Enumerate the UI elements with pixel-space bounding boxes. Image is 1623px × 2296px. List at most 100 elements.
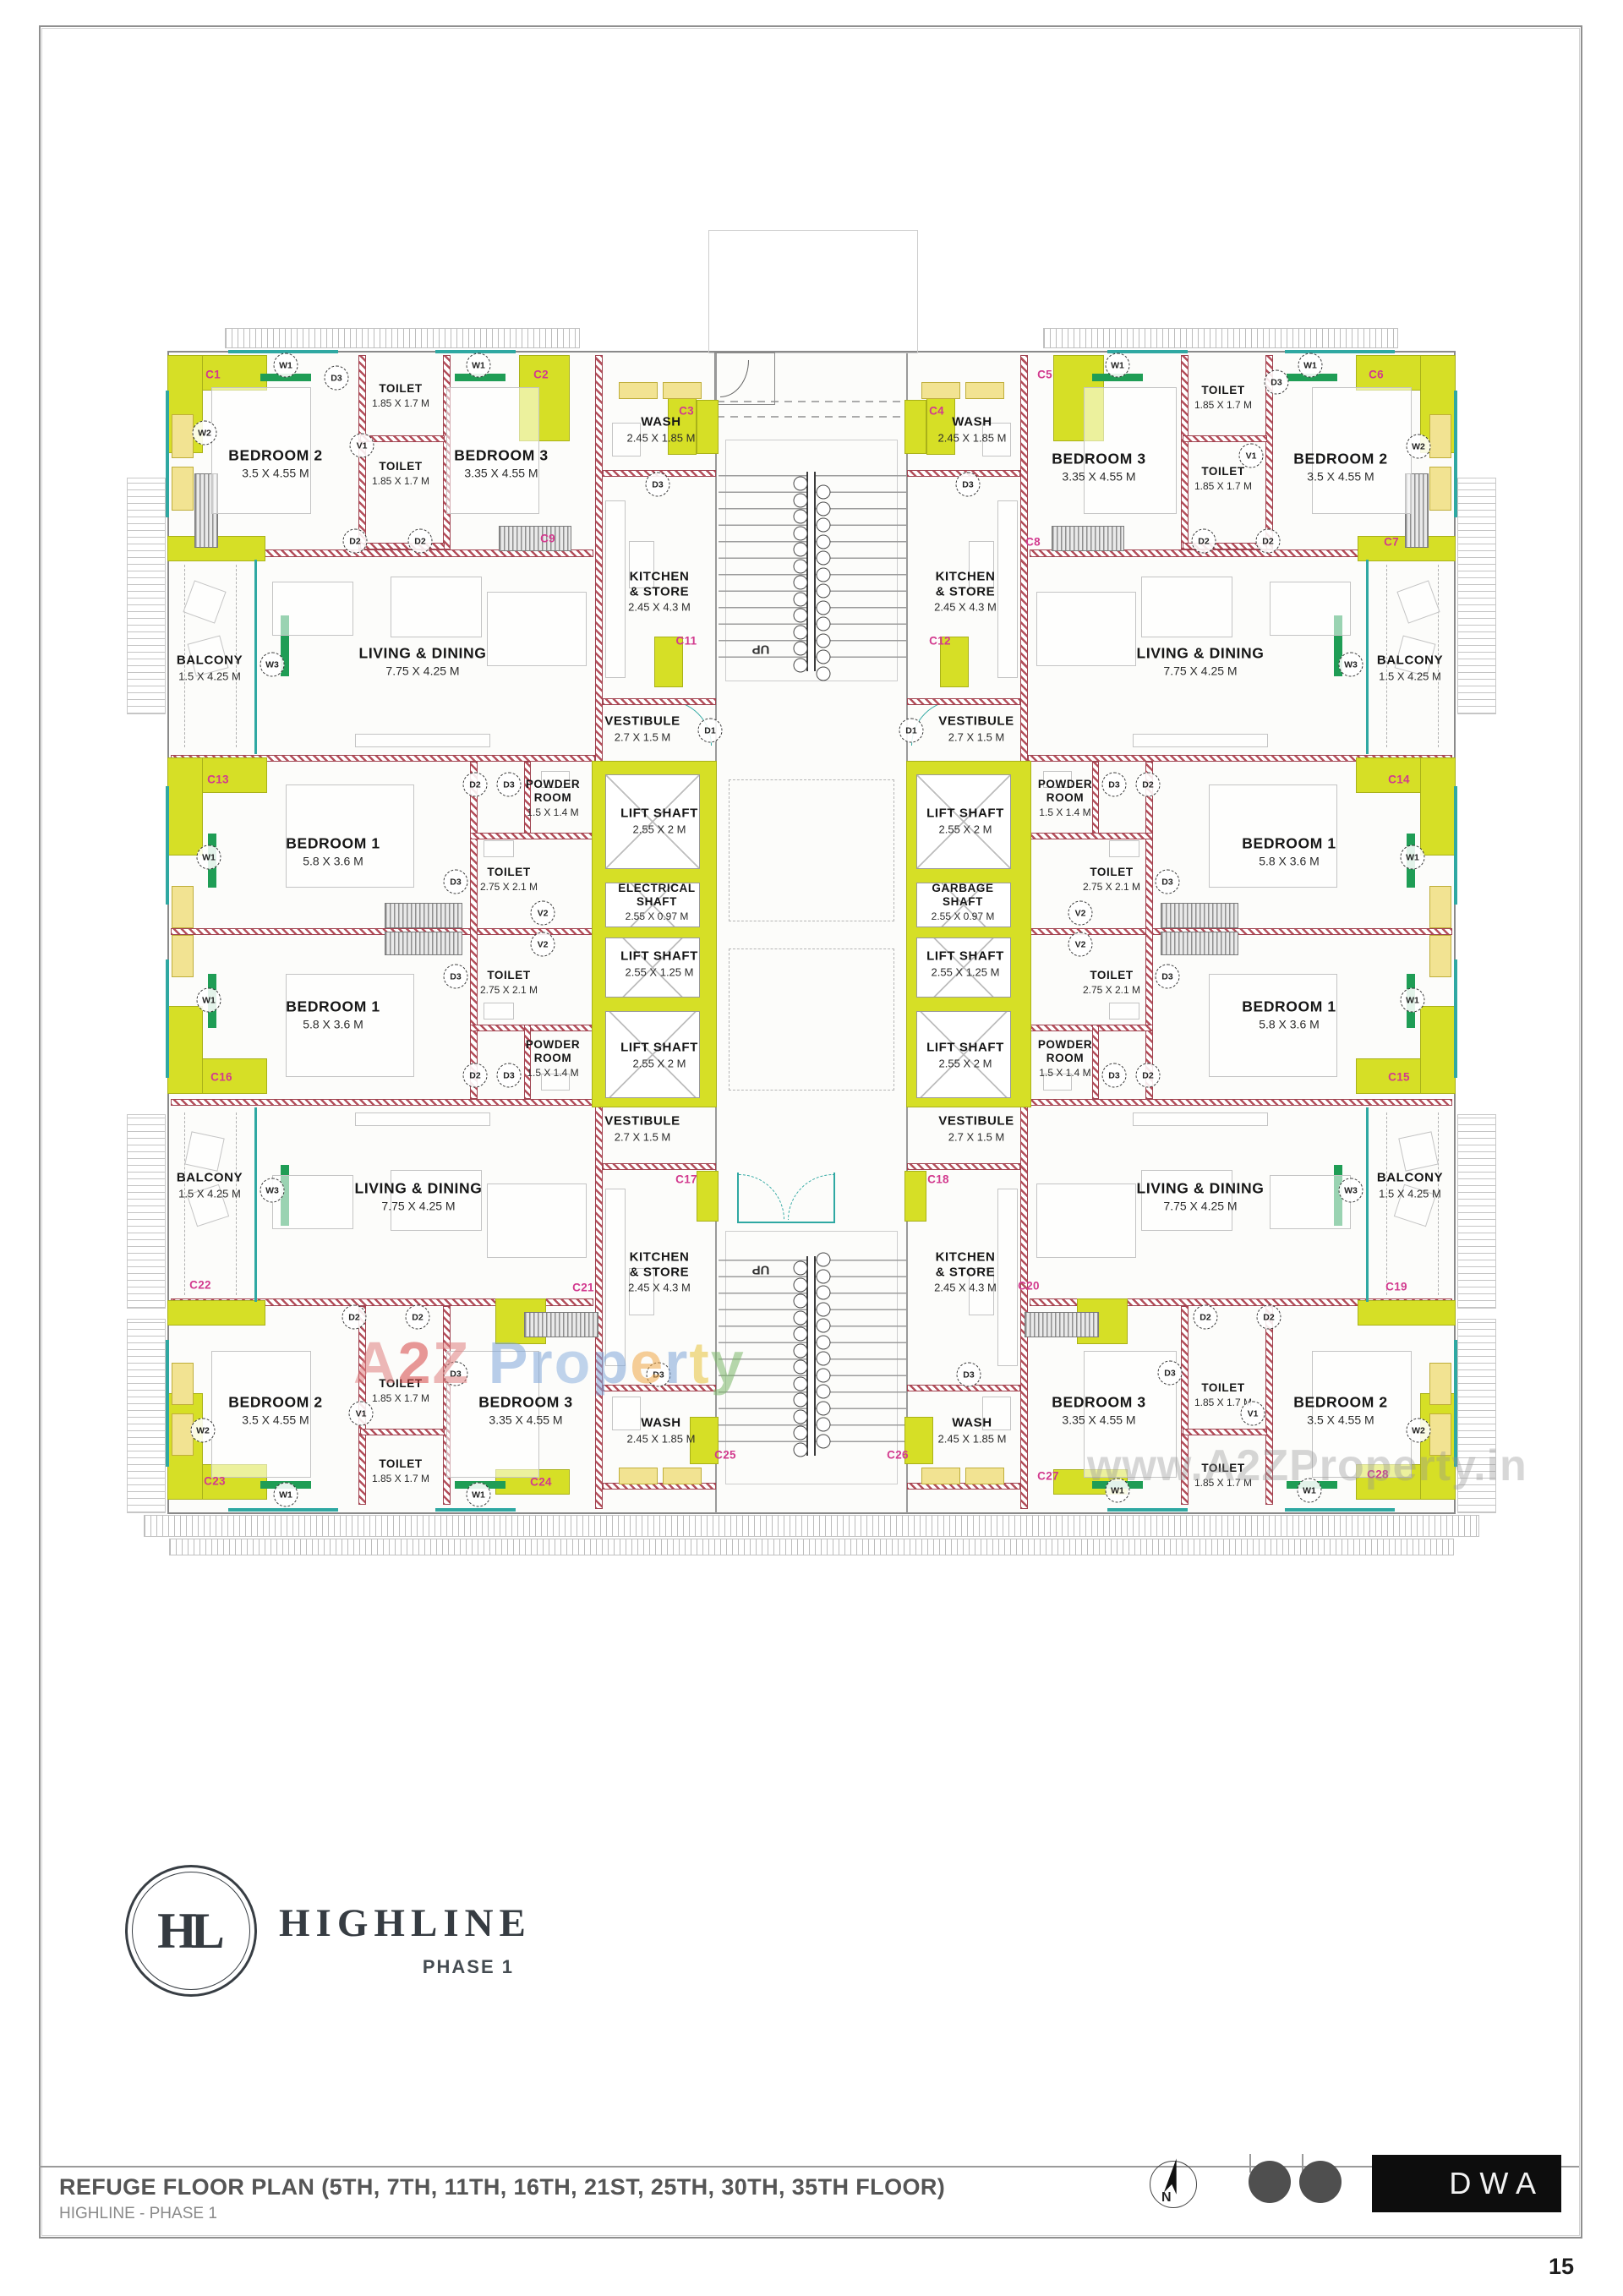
tag-d3-icon: D3	[496, 772, 522, 797]
column-marker: C24	[530, 1475, 552, 1489]
tag-w1-icon: W1	[1105, 353, 1130, 378]
column-marker: C3	[679, 404, 694, 418]
room-dimensions: 3.5 X 4.55 M	[1307, 469, 1374, 484]
room-dimensions: 2.55 X 2 M	[632, 823, 686, 836]
tag-d3-icon: D3	[645, 472, 670, 497]
window-line	[1454, 391, 1457, 517]
room-name: TOILET	[1201, 1380, 1245, 1394]
furniture-outline	[612, 1397, 641, 1430]
furniture-outline	[1398, 1131, 1439, 1172]
wall-segment	[470, 1025, 597, 1031]
wall-segment	[1026, 1025, 1153, 1031]
column-block	[668, 397, 697, 455]
room-dimensions: 2.55 X 0.97 M	[625, 910, 689, 922]
room-dimensions: 1.85 X 1.7 M	[371, 1472, 430, 1484]
room-dimensions: 1.5 X 4.25 M	[1379, 670, 1441, 683]
window-sill	[281, 615, 289, 676]
room-dimensions: 5.8 X 3.6 M	[303, 854, 363, 868]
tag-w1-icon: W1	[196, 845, 221, 870]
watermark-letter: y	[710, 1330, 746, 1396]
room-name: WASH	[952, 1415, 992, 1430]
tag-d3-icon: D3	[324, 365, 349, 391]
room-name: POWDER ROOM	[525, 1038, 581, 1064]
logo-dot-stem	[1302, 2154, 1303, 2173]
column-marker: C23	[204, 1474, 226, 1488]
furniture-outline	[484, 840, 514, 857]
core-dashed-zone	[729, 948, 894, 1091]
room-name: BEDROOM 2	[1293, 1393, 1388, 1411]
watermark-letter: r	[529, 1330, 555, 1396]
room-name: VESTIBULE	[604, 713, 680, 729]
ac-unit-pad	[965, 382, 1004, 399]
furniture-outline	[1109, 1003, 1139, 1020]
room-dimensions: 2.45 X 4.3 M	[934, 601, 997, 615]
wall-segment	[524, 762, 531, 839]
furniture-outline	[1036, 1184, 1136, 1258]
tag-w2-icon: W2	[192, 420, 217, 446]
column-marker: C18	[927, 1173, 949, 1186]
room-dimensions: 1.85 X 1.7 M	[1194, 398, 1253, 411]
side-louver	[1457, 478, 1496, 714]
stair-riser-bubble	[816, 1318, 831, 1333]
room-name: TOILET	[1201, 1461, 1245, 1474]
tag-d2-icon: D2	[1193, 1304, 1218, 1330]
room-dimensions: 2.55 X 1.25 M	[625, 965, 694, 979]
wall-segment	[171, 1298, 593, 1306]
room-dimensions: 1.85 X 1.7 M	[1194, 479, 1253, 492]
ac-unit-pad	[619, 1468, 658, 1484]
watermark-letter: t	[689, 1330, 711, 1396]
tag-d3-icon: D3	[1101, 772, 1127, 797]
column-block	[654, 637, 683, 687]
tag-w3-icon: W3	[1338, 652, 1363, 677]
room-dimensions: 7.75 X 4.25 M	[1163, 664, 1238, 678]
stair-riser-bubble	[793, 1392, 808, 1408]
side-louver	[127, 1114, 166, 1309]
furniture-outline	[1312, 1351, 1412, 1478]
tag-d3-icon: D3	[496, 1063, 522, 1088]
wall-segment	[1030, 1298, 1452, 1306]
side-louver	[127, 1319, 166, 1513]
watermark-letter: P	[488, 1330, 530, 1396]
window-line	[166, 786, 169, 905]
ac-unit-pad	[172, 467, 194, 511]
tag-v2-icon: V2	[1068, 932, 1093, 957]
watermark-letter: Z	[432, 1330, 471, 1396]
wall-segment	[1092, 762, 1099, 839]
furniture-outline	[272, 582, 353, 636]
wall-segment	[1026, 833, 1153, 839]
stair-bulkhead	[708, 230, 918, 353]
window-line	[166, 391, 169, 517]
room-name: KITCHEN & STORE	[935, 1249, 996, 1280]
room-name: LIFT SHAFT	[620, 948, 698, 964]
room-dimensions: 3.35 X 4.55 M	[464, 466, 538, 480]
wall-segment	[1265, 355, 1273, 549]
shaft-void	[605, 938, 700, 998]
column-marker: C16	[210, 1070, 232, 1084]
room-dimensions: 3.35 X 4.55 M	[1062, 469, 1136, 484]
room-dimensions: 2.55 X 1.25 M	[931, 965, 1000, 979]
tag-w3-icon: W3	[260, 1178, 285, 1203]
window-line	[1454, 959, 1457, 1078]
balcony-dashed-line	[184, 565, 237, 747]
wall-segment	[171, 1099, 595, 1106]
furniture-outline	[629, 1268, 654, 1315]
stair-riser-bubble	[793, 592, 808, 606]
wall-segment	[1145, 762, 1153, 1099]
room-name: BEDROOM 2	[228, 1393, 323, 1411]
